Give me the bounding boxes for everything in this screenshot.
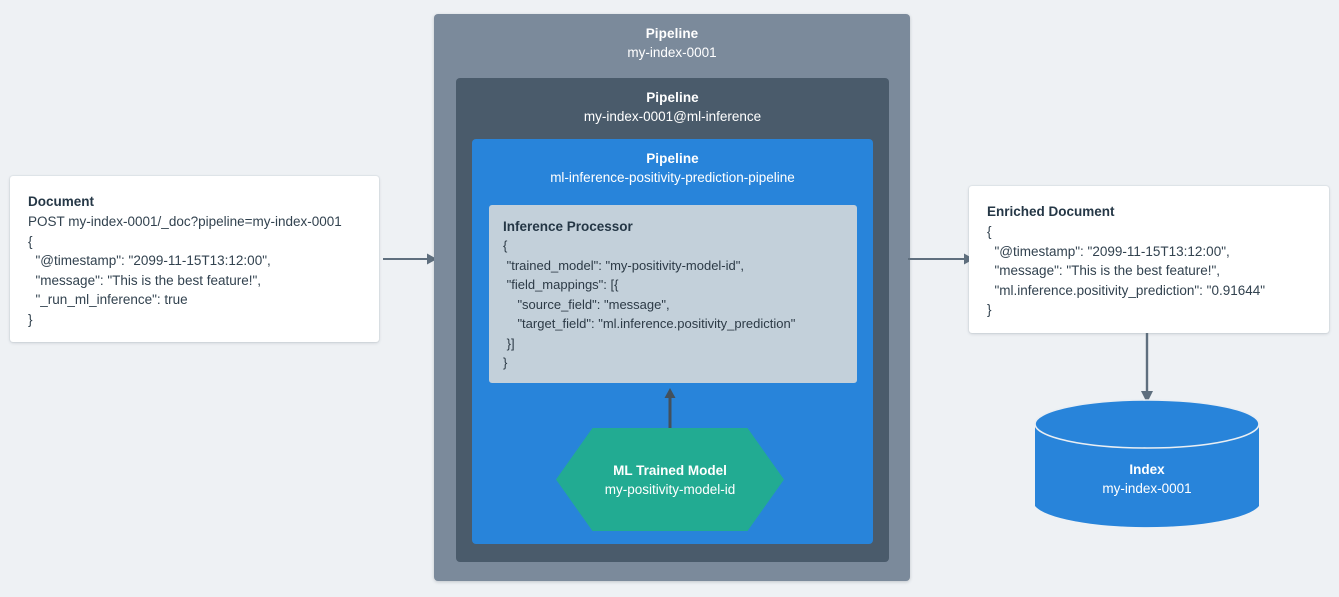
document-title: Document	[28, 194, 95, 209]
ml-model-label: ML Trained Model	[613, 462, 727, 478]
pipeline-middle-name: my-index-0001@ml-inference	[583, 109, 762, 124]
arrow-pipeline-to-enriched-document-icon	[908, 248, 974, 270]
inference-processor-line-1: "trained_model": "my-positivity-model-id…	[503, 257, 744, 273]
document-card: Document POST my-index-0001/_doc?pipelin…	[10, 176, 379, 342]
inference-processor-box: Inference Processor { "trained_model": "…	[489, 205, 857, 383]
inference-processor-line-0: {	[503, 238, 508, 253]
enriched-document-line-4: }	[987, 302, 992, 317]
enriched-document-card: Enriched Document { "@timestamp": "2099-…	[969, 186, 1329, 333]
pipeline-outer-header: Pipeline my-index-0001	[434, 14, 910, 62]
pipeline-inner-name: ml-inference-positivity-prediction-pipel…	[550, 170, 795, 185]
document-line-1: {	[28, 233, 33, 249]
enriched-document-line-0: {	[987, 224, 992, 239]
index-name: my-index-0001	[1102, 481, 1192, 496]
inference-processor-line-6: }	[503, 355, 508, 370]
enriched-document-title: Enriched Document	[987, 204, 1115, 219]
ml-model-name: my-positivity-model-id	[604, 481, 736, 497]
document-line-0: POST my-index-0001/_doc?pipeline=my-inde…	[28, 214, 342, 229]
pipeline-outer-name: my-index-0001	[627, 45, 717, 60]
ml-trained-model-hexagon: ML Trained Model my-positivity-model-id	[556, 428, 784, 531]
pipeline-outer-label: Pipeline	[645, 26, 699, 41]
index-label: Index my-index-0001	[1033, 460, 1261, 498]
inference-processor-line-3: "source_field": "message",	[503, 296, 670, 312]
inference-processor-title: Inference Processor	[503, 219, 633, 234]
pipeline-middle-label: Pipeline	[646, 90, 699, 105]
document-line-3: "message": "This is the best feature!",	[28, 272, 262, 288]
arrow-enriched-document-to-index-icon	[1136, 333, 1158, 403]
enriched-document-line-1: "@timestamp": "2099-11-15T13:12:00",	[987, 243, 1230, 259]
inference-processor-line-5: }]	[503, 335, 515, 351]
inference-processor-line-2: "field_mappings": [{	[503, 277, 619, 292]
index-title: Index	[1129, 462, 1165, 477]
pipeline-middle-header: Pipeline my-index-0001@ml-inference	[456, 78, 889, 126]
document-line-2: "@timestamp": "2099-11-15T13:12:00",	[28, 253, 271, 268]
enriched-document-line-2: "message": "This is the best feature!",	[987, 263, 1221, 278]
document-line-5: }	[28, 311, 33, 327]
pipeline-inner-header: Pipeline ml-inference-positivity-predict…	[472, 139, 873, 187]
enriched-document-line-3: "ml.inference.positivity_prediction": "0…	[987, 282, 1266, 298]
arrow-document-to-pipeline-icon	[383, 248, 437, 270]
pipeline-inner-label: Pipeline	[646, 151, 699, 166]
inference-processor-line-4: "target_field": "ml.inference.positivity…	[503, 316, 796, 331]
index-cylinder: Index my-index-0001	[1033, 398, 1261, 532]
document-line-4: "_run_ml_inference": true	[28, 292, 188, 307]
